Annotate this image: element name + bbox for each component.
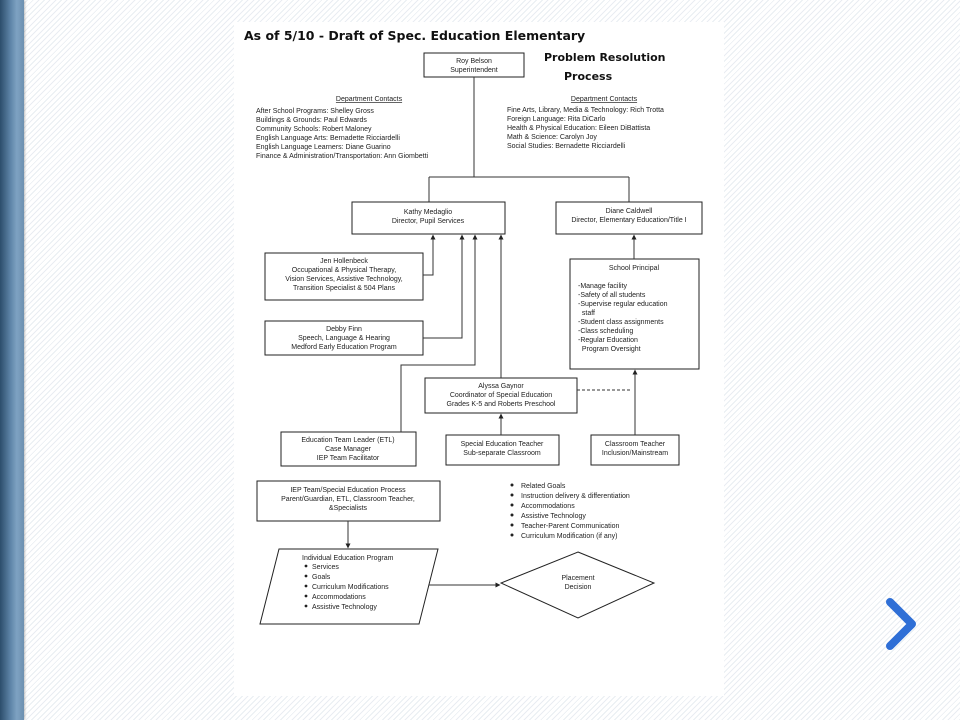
doc-title-line1: As of 5/10 - Draft of Spec. Education El… xyxy=(244,28,585,43)
contact-right-item: Fine Arts, Library, Media & Technology: … xyxy=(507,107,664,114)
principal-duty: Program Oversight xyxy=(578,346,641,353)
classroom-teacher-line2: Inclusion/Mainstream xyxy=(602,450,668,457)
sped-teacher-line1: Special Education Teacher xyxy=(461,441,544,448)
finn-line2: Medford Early Education Program xyxy=(291,344,397,351)
superintendent-box xyxy=(423,52,525,78)
contacts-right-heading: Department Contacts xyxy=(571,96,638,103)
iep-team-line2: Parent/Guardian, ETL, Classroom Teacher, xyxy=(281,496,415,503)
hollenbeck-box xyxy=(264,252,424,301)
scanned-document: As of 5/10 - Draft of Spec. Education El… xyxy=(234,22,724,696)
support-bullet: Related Goals xyxy=(521,483,566,490)
etl-line1: Education Team Leader (ETL) xyxy=(301,437,394,444)
hollenbeck-line2: Vision Services, Assistive Technology, xyxy=(285,276,403,283)
iep-team-box xyxy=(256,480,441,522)
iep-item: Assistive Technology xyxy=(312,604,377,611)
principal-duty: staff xyxy=(578,310,595,317)
elementary-ed-name: Diane Caldwell xyxy=(606,208,653,215)
slide-side-bar xyxy=(0,0,24,720)
contact-left-item: Finance & Administration/Transportation:… xyxy=(256,153,429,160)
contacts-left-heading: Department Contacts xyxy=(336,96,403,103)
support-bullet: Assistive Technology xyxy=(521,513,586,520)
finn-box xyxy=(264,320,424,356)
finn-name: Debby Finn xyxy=(326,326,362,333)
principal-duty: -Manage facility xyxy=(578,283,628,290)
contact-left-item: Community Schools: Robert Maloney xyxy=(256,126,372,133)
flowchart: As of 5/10 - Draft of Spec. Education El… xyxy=(244,28,703,625)
iep-team-line3: &Specialists xyxy=(329,505,368,512)
sped-teacher-line2: Sub-separate Classroom xyxy=(463,450,541,457)
arrow-etl xyxy=(400,234,478,432)
contacts-right-list: Fine Arts, Library, Media & Technology: … xyxy=(507,107,664,150)
contacts-left-list: After School Programs: Shelley Gross Bui… xyxy=(256,108,429,160)
iep-items: Services Goals Curriculum Modifications … xyxy=(304,564,389,611)
contact-right-item: Foreign Language: Rita DiCarlo xyxy=(507,116,606,123)
contact-right-item: Health & Physical Education: Eileen DiBa… xyxy=(507,125,650,132)
chevron-right-icon[interactable] xyxy=(884,598,918,650)
iep-item: Goals xyxy=(312,574,331,581)
principal-box xyxy=(569,258,700,370)
iep-item: Services xyxy=(312,564,339,571)
hollenbeck-name: Jen Hollenbeck xyxy=(320,258,368,265)
iep-team-line1: IEP Team/Special Education Process xyxy=(290,487,406,494)
doc-title-line3: Process xyxy=(564,70,613,83)
pupil-services-name: Kathy Medaglio xyxy=(404,209,452,216)
contact-left-item: English Language Arts: Bernadette Riccia… xyxy=(256,135,400,142)
gaynor-line2: Grades K-5 and Roberts Preschool xyxy=(447,401,556,408)
contact-left-item: After School Programs: Shelley Gross xyxy=(256,108,374,115)
iep-shape xyxy=(259,548,439,625)
contact-right-item: Social Studies: Bernadette Ricciardelli xyxy=(507,143,626,150)
principal-duty: -Supervise regular education xyxy=(578,301,668,308)
arrow-hollenbeck xyxy=(423,234,436,276)
principal-title: School Principal xyxy=(609,265,660,272)
support-bullet: Instruction delivery & differentiation xyxy=(521,493,630,500)
classroom-teacher-line1: Classroom Teacher xyxy=(605,441,666,448)
contact-left-item: Buildings & Grounds: Paul Edwards xyxy=(256,117,367,124)
etl-line3: IEP Team Facilitator xyxy=(317,455,380,462)
hollenbeck-line1: Occupational & Physical Therapy, xyxy=(292,267,396,274)
pupil-services-box xyxy=(351,201,506,235)
doc-title-line2: Problem Resolution xyxy=(544,51,666,64)
pupil-services-role: Director, Pupil Services xyxy=(392,218,465,225)
etl-box xyxy=(280,431,417,467)
support-bullet: Teacher-Parent Communication xyxy=(521,523,620,530)
superintendent-role: Superintendent xyxy=(450,67,498,74)
support-bullets: Related Goals Instruction delivery & dif… xyxy=(510,483,630,540)
arrow-finn xyxy=(423,234,465,339)
principal-duty: -Class scheduling xyxy=(578,328,633,335)
placement-diamond xyxy=(499,551,656,619)
etl-line2: Case Manager xyxy=(325,446,372,453)
principal-duty: -Student class assignments xyxy=(578,319,664,326)
elementary-ed-box xyxy=(555,201,703,235)
gaynor-line1: Coordinator of Special Education xyxy=(450,392,552,399)
sped-teacher-box xyxy=(445,434,560,466)
placement-line2: Decision xyxy=(565,584,592,591)
iep-item: Accommodations xyxy=(312,594,366,601)
placement-line1: Placement xyxy=(561,575,594,582)
contact-right-item: Math & Science: Carolyn Joy xyxy=(507,134,597,141)
gaynor-name: Alyssa Gaynor xyxy=(478,383,524,390)
classroom-teacher-box xyxy=(590,434,680,466)
principal-duty: -Regular Education xyxy=(578,337,638,344)
hollenbeck-line3: Transition Specialist & 504 Plans xyxy=(293,285,396,292)
principal-duty: -Safety of all students xyxy=(578,292,646,299)
support-bullet: Curriculum Modification (if any) xyxy=(521,533,617,540)
principal-duties: -Manage facility -Safety of all students… xyxy=(578,283,668,353)
elementary-ed-role: Director, Elementary Education/Title I xyxy=(571,217,686,224)
contact-left-item: English Language Learners: Diane Guarino xyxy=(256,144,391,151)
finn-line1: Speech, Language & Hearing xyxy=(298,335,390,342)
superintendent-name: Roy Belson xyxy=(456,58,492,65)
iep-title: Individual Education Program xyxy=(302,555,394,562)
iep-item: Curriculum Modifications xyxy=(312,584,389,591)
support-bullet: Accommodations xyxy=(521,503,575,510)
